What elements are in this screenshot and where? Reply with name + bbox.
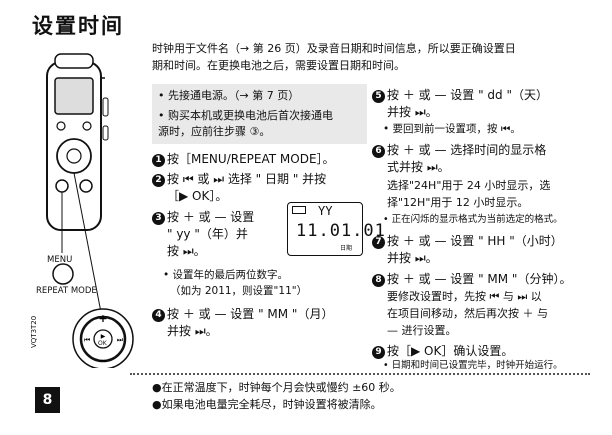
- step-3-note-2: （如为 2011，则设置"11"）: [170, 285, 308, 297]
- intro-text: 时钟用于文件名（→ 第 26 页）及录音日期和时间信息，所以要正确设置日 期和时…: [152, 42, 516, 72]
- svg-text:⏭: ⏭: [117, 336, 124, 344]
- svg-text:+: +: [98, 312, 107, 325]
- divider: [130, 373, 590, 375]
- step-6-cont: 式并按 ⏭。: [387, 160, 450, 174]
- recorder-illustration: + − ⏮ ⏭ ▶: [46, 53, 134, 368]
- repeat-mode-label: REPEAT MODE: [36, 286, 97, 296]
- page-number: 8: [35, 387, 60, 413]
- step-3-cont2: 按 ⏭。: [167, 244, 206, 258]
- battery-icon: [292, 206, 306, 214]
- lcd-display: YY 11.01.01 日期: [287, 202, 385, 256]
- step-8-detail-1: 要修改设置时，先按 ⏮ 与 ⏭ 以: [387, 290, 542, 303]
- ok-label: OK: [98, 340, 107, 347]
- menu-button-illustration: [52, 263, 74, 285]
- menu-label: MENU: [47, 255, 73, 265]
- step-6-detail-2: 择"12H"用于 12 小时显示。: [387, 196, 529, 209]
- step-9-note: • 日期和时间已设置完毕，时钟开始运行。: [383, 360, 563, 371]
- step-7-cont: 并按 ⏭。: [387, 251, 438, 265]
- step-5-note: • 要回到前一设置项，按 ⏮。: [383, 123, 521, 135]
- svg-text:−: −: [98, 354, 107, 367]
- step-5-cont: 并按 ⏭。: [387, 105, 438, 119]
- step-2-cont: ［▶ OK］。: [167, 189, 228, 203]
- step-8-detail-3: — 进行设置。: [387, 324, 457, 337]
- step-6-note: • 正在闪烁的显示格式为当前选定的格式。: [383, 214, 563, 225]
- footer-notes: ●在正常温度下，时钟每个月会快或慢约 ±60 秒。 ●如果电池电量完全耗尽，时钟…: [152, 381, 401, 411]
- page-title: 设置时间: [32, 14, 124, 38]
- step-3-note-1: • 设置年的最后两位数字。: [163, 269, 289, 281]
- step-3-cont1: " yy "（年）并: [167, 227, 248, 241]
- prep-box: • 先接通电源。（→ 第 7 页） • 购买本机或更换电池后首次接通电 源时，应…: [152, 84, 367, 144]
- step-4-cont: 并按 ⏭。: [167, 324, 218, 338]
- model-code: VQT3T20: [30, 315, 38, 348]
- step-8-detail-2: 在项目间移动，然后再次按 ＋ 与: [387, 307, 548, 320]
- step-6-detail-1: 选择"24H"用于 24 小时显示，选: [387, 179, 551, 192]
- svg-text:⏮: ⏮: [84, 336, 90, 344]
- svg-text:▶: ▶: [101, 333, 106, 340]
